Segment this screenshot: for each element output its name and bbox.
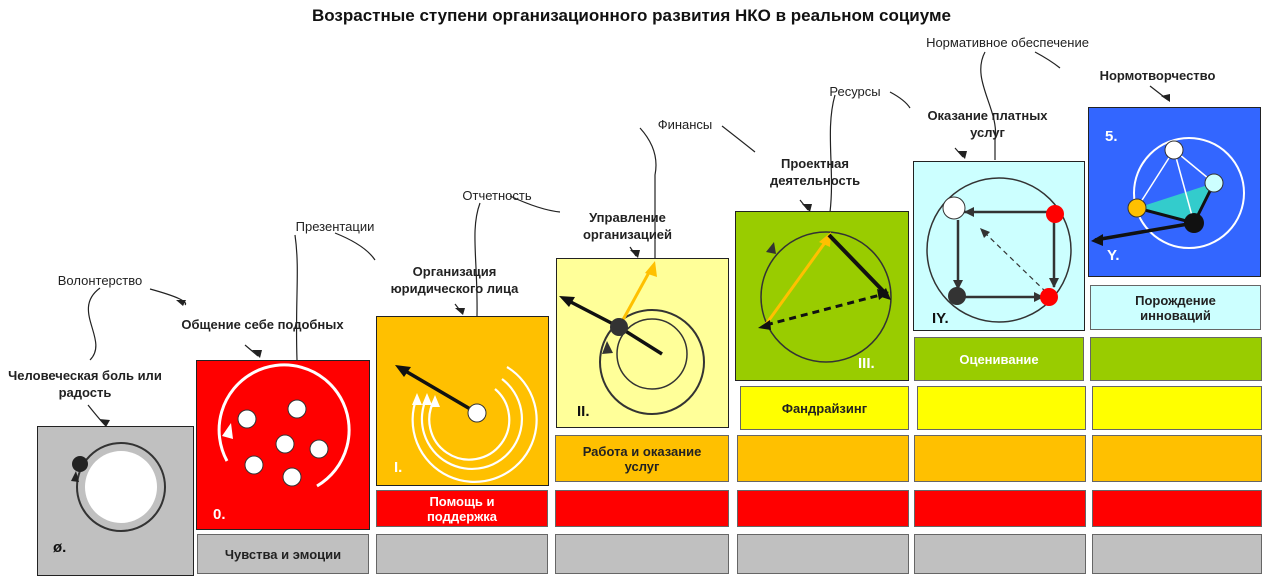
layer-emotions: Чувства и эмоции <box>197 534 369 574</box>
stage-5-box: IY. <box>913 161 1085 331</box>
layer-red-4 <box>737 490 909 527</box>
layer-orange-6 <box>1092 435 1262 482</box>
layer-services: Работа и оказание услуг <box>555 435 729 482</box>
stage-6-label: Нормотворчество <box>1099 68 1216 83</box>
layer-evaluation: Оценивание <box>914 337 1084 381</box>
stage-0-label: Человеческая боль или радость <box>8 368 162 400</box>
layer-red-3 <box>555 490 729 527</box>
stage-1-label: Общение себе подобных <box>181 317 344 332</box>
layer-yellow-6 <box>1092 386 1262 430</box>
note-regulatory: Нормативное обеспечение <box>926 35 1089 50</box>
layer-yellow-5 <box>917 386 1086 430</box>
layer-orange-4 <box>737 435 909 482</box>
stage-0-numeral: ø. <box>53 539 67 556</box>
layer-innovation: Порождение инноваций <box>1090 285 1261 330</box>
stage-6-numeral: 5. <box>1105 128 1118 145</box>
stage-4-box: III. <box>735 211 909 381</box>
layer-red-6 <box>1092 490 1262 527</box>
stage-1-box: 0. <box>196 360 370 530</box>
stage-1-numeral: 0. <box>213 506 226 523</box>
layer-gray-6 <box>1092 534 1262 574</box>
stage-5-numeral: IY. <box>932 310 949 327</box>
stage-5-label: Оказание платных услуг <box>927 108 1048 140</box>
stage-6-box: 5. Y. <box>1088 107 1261 277</box>
layer-green-6 <box>1090 337 1262 381</box>
diagram-title: Возрастные ступени организационного разв… <box>311 6 952 25</box>
note-resources: Ресурсы <box>829 84 881 99</box>
layer-orange-5 <box>914 435 1086 482</box>
note-finance: Финансы <box>657 117 713 132</box>
note-volunteering: Волонтерство <box>57 273 143 288</box>
note-reporting: Отчетность <box>462 188 532 203</box>
layer-gray-2 <box>376 534 548 574</box>
stage-7-numeral: Y. <box>1107 247 1120 264</box>
layer-gray-4 <box>737 534 909 574</box>
stage-0-box: ø. <box>37 426 194 576</box>
layer-help: Помощь и поддержка <box>376 490 548 527</box>
layer-fundraising: Фандрайзинг <box>740 386 909 430</box>
stage-3-numeral: II. <box>577 403 590 420</box>
stage-2-numeral: I. <box>394 459 403 476</box>
stage-3-label: Управление организацией <box>582 210 673 242</box>
stage-2-box: I. <box>376 316 549 486</box>
note-presentations: Презентации <box>295 219 375 234</box>
stage-4-label: Проектная деятельность <box>769 156 861 188</box>
stage-3-box: II. <box>556 258 729 428</box>
layer-red-5 <box>914 490 1086 527</box>
stage-4-numeral: III. <box>858 355 875 372</box>
layer-gray-3 <box>555 534 729 574</box>
layer-gray-5 <box>914 534 1086 574</box>
stage-2-label: Организация юридического лица <box>390 264 519 296</box>
